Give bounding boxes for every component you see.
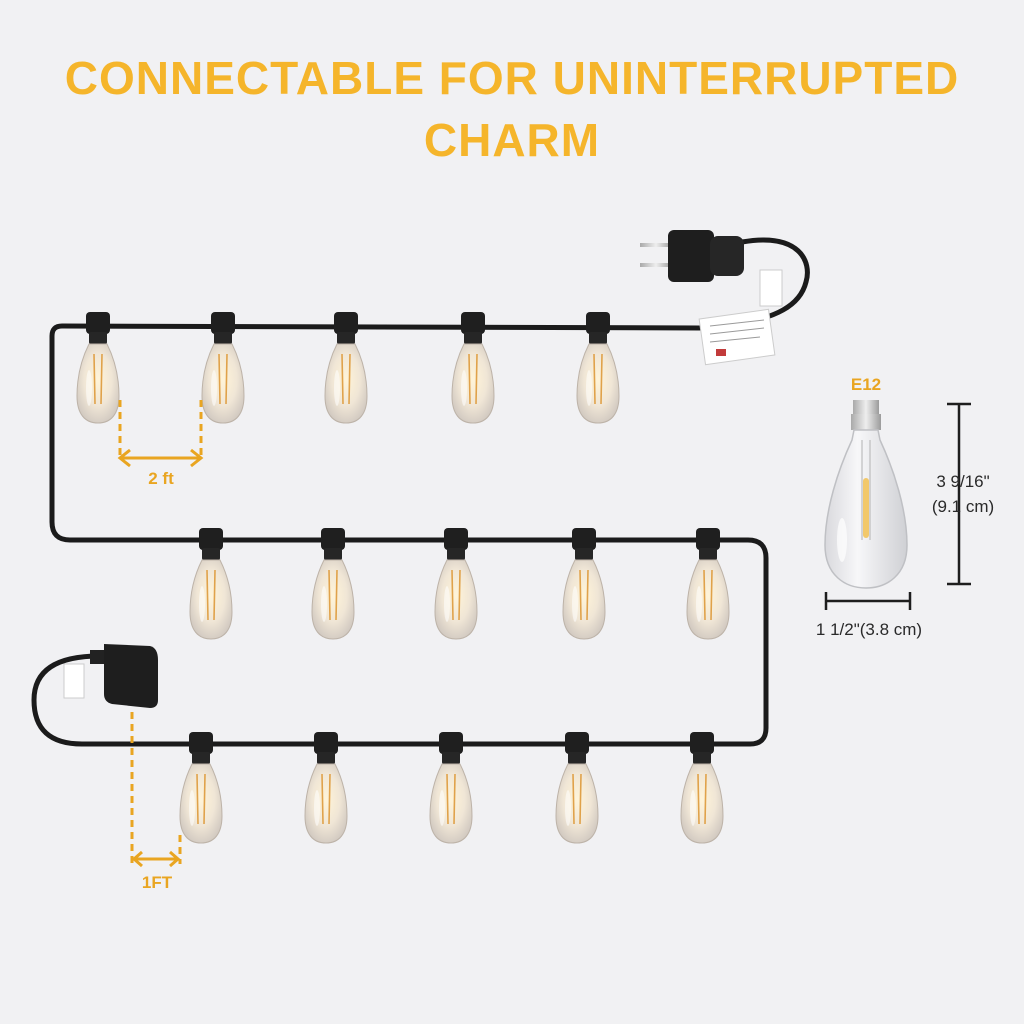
female-connector-icon [63,644,158,708]
height-label-in: 3 9/16" [936,472,989,491]
lead-dimension [130,712,182,868]
headline-line-1: CONNECTABLE FOR UNINTERRUPTED [64,52,960,104]
st38-edison-bulb-icon [189,527,233,640]
st38-edison-bulb-icon [562,527,606,640]
st38-edison-bulb-icon [304,731,348,844]
st38-edison-bulb-icon [311,527,355,640]
width-dimension [824,592,912,610]
st38-edison-bulb-icon [686,527,730,640]
e12-bulb-detail-icon [824,400,908,589]
height-label-cm: (9.1 cm) [932,497,994,516]
lead-length-label: 1FT [142,873,173,892]
bulb-row-3 [179,731,724,844]
st38-edison-bulb-icon [555,731,599,844]
st38-edison-bulb-icon [434,527,478,640]
ul-label-tag [698,269,783,366]
base-type-label: E12 [851,375,881,394]
headline-line-2: CHARM [423,114,601,166]
spacing-label: 2 ft [148,469,174,488]
st38-edison-bulb-icon [179,731,223,844]
spacing-dimension [117,400,204,468]
width-label: 1 1/2"(3.8 cm) [816,620,922,639]
bulb-row-2 [189,527,730,640]
st38-edison-bulb-icon [429,731,473,844]
st38-edison-bulb-icon [680,731,724,844]
male-plug-icon [640,230,744,282]
height-dimension [947,402,971,586]
power-cord [31,323,769,747]
